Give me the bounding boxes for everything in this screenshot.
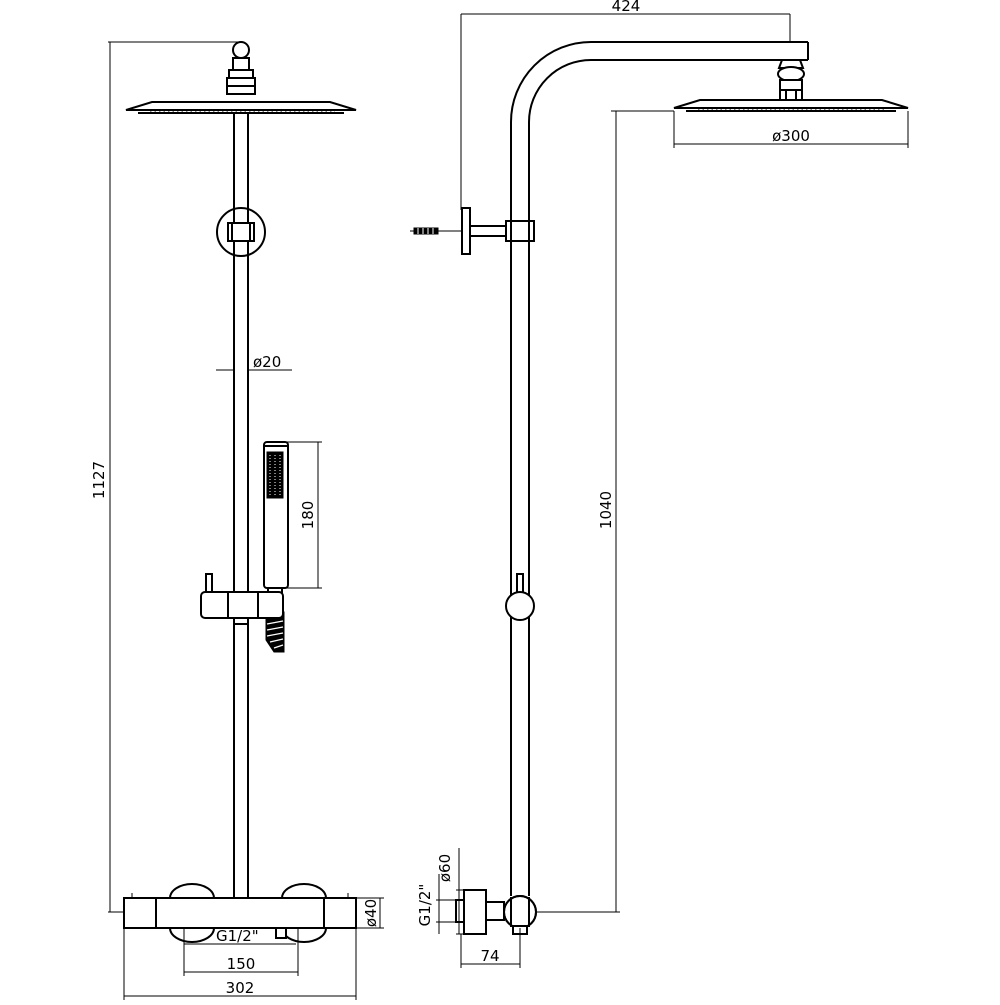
- dimension-head-diameter-label: ø300: [772, 127, 810, 145]
- thermostatic-mixer-front: [123, 883, 357, 943]
- wall-bracket-front: [216, 207, 266, 257]
- dimension-connection-thread-side-label: G1/2": [416, 884, 434, 927]
- dimension-flange-diameter: ø60: [436, 848, 486, 935]
- front-view: 1127 ø20: [90, 41, 384, 1000]
- dimension-head-diameter: ø300: [673, 111, 909, 148]
- dimension-rail-diameter-label: ø20: [253, 353, 281, 371]
- side-view: 424 ø300: [410, 0, 909, 968]
- dimension-handshower-length-label: 180: [299, 501, 317, 530]
- thermostatic-mixer-side: [455, 889, 537, 935]
- dimension-connection-spacing-label: 150: [227, 955, 256, 973]
- wall-bracket-side: [410, 207, 535, 255]
- dimension-mixer-width: 302: [123, 928, 357, 1000]
- dimension-flange-diameter-label: ø60: [436, 854, 454, 882]
- dimension-total-height-label: 1127: [90, 461, 108, 499]
- dimension-connection-thread-front: G1/2": [184, 927, 296, 945]
- dimension-wall-offset-label: 74: [480, 947, 499, 965]
- dimension-connection-spacing: 150: [183, 928, 299, 976]
- shower-arm-side: [510, 41, 809, 896]
- slider-holder-side: [505, 573, 535, 621]
- dimension-rail-height-label: 1040: [597, 491, 615, 529]
- dimension-body-diameter: ø40: [356, 897, 384, 929]
- dimension-total-height: 1127: [90, 41, 238, 913]
- slider-holder-front: [200, 573, 284, 625]
- rain-shower-head-front: [125, 41, 357, 114]
- hand-shower: [263, 441, 289, 653]
- dimension-connection-thread-front-label: G1/2": [216, 927, 259, 945]
- dimension-body-diameter-label: ø40: [362, 899, 380, 927]
- rain-shower-head-side: [673, 59, 909, 112]
- dimension-mixer-width-label: 302: [226, 979, 255, 997]
- dimension-arm-length-label: 424: [612, 0, 641, 15]
- dimension-wall-offset: 74: [460, 928, 521, 968]
- dimension-connection-thread-side: G1/2": [416, 874, 456, 934]
- dimension-handshower-length: 180: [278, 441, 322, 589]
- dimension-arm-length: 424: [460, 0, 791, 210]
- shower-rail-front: [233, 113, 249, 900]
- dimension-rail-diameter: ø20: [216, 353, 292, 371]
- dimension-rail-height: 1040: [535, 110, 674, 913]
